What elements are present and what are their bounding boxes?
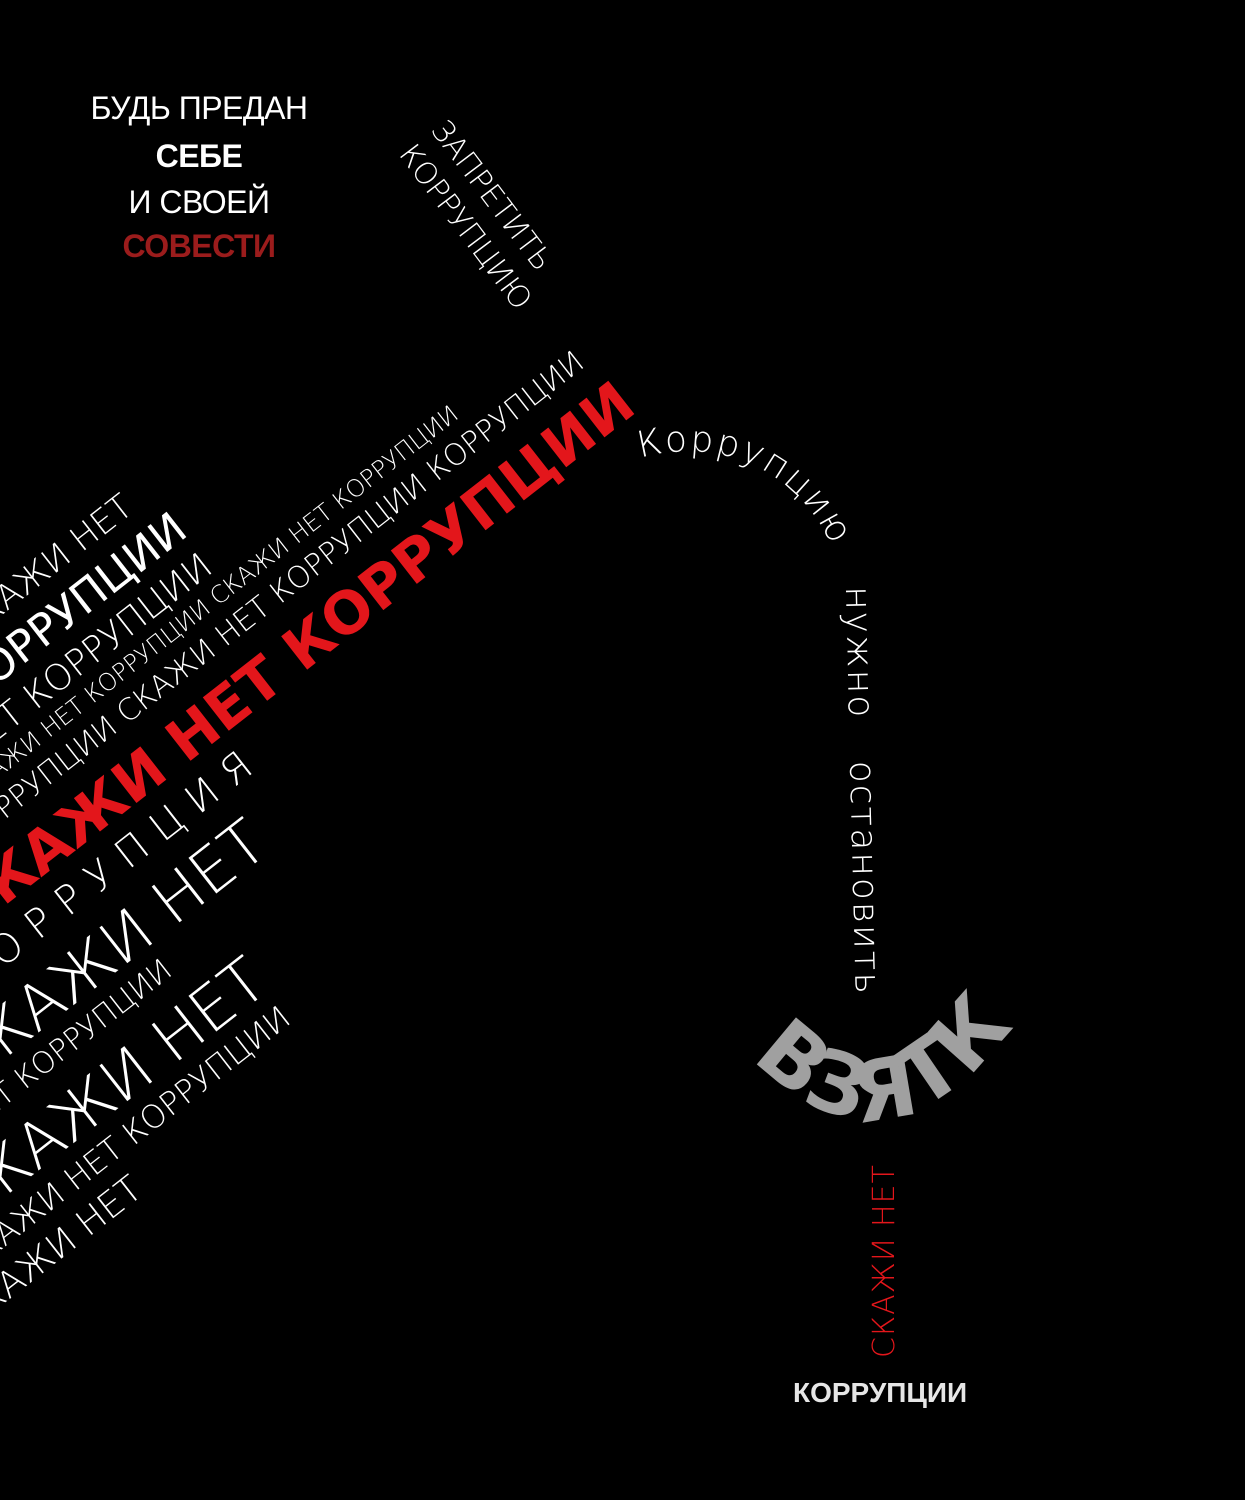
motto-line-2: СЕБЕ: [155, 138, 243, 174]
motto-line-4: СОВЕСТИ: [122, 228, 276, 264]
say-no-vertical: СКАЖИ НЕТ: [867, 1164, 902, 1358]
curved-sentence: Коррупцию нужно остановить: [633, 419, 887, 996]
motto-line-3: И СВОЕЙ: [128, 184, 270, 220]
bottle-text: СКАЖИ НЕТ КОРРУПЦИИ НЕТ КОРРУПЦИИ СКАЖИ …: [0, 344, 647, 1337]
corruption-label: КОРРУПЦИИ: [793, 1377, 967, 1408]
motto-line-1: БУДЬ ПРЕДАН: [90, 90, 308, 126]
curved-sentence-path: Коррупцию нужно остановить: [633, 419, 885, 996]
